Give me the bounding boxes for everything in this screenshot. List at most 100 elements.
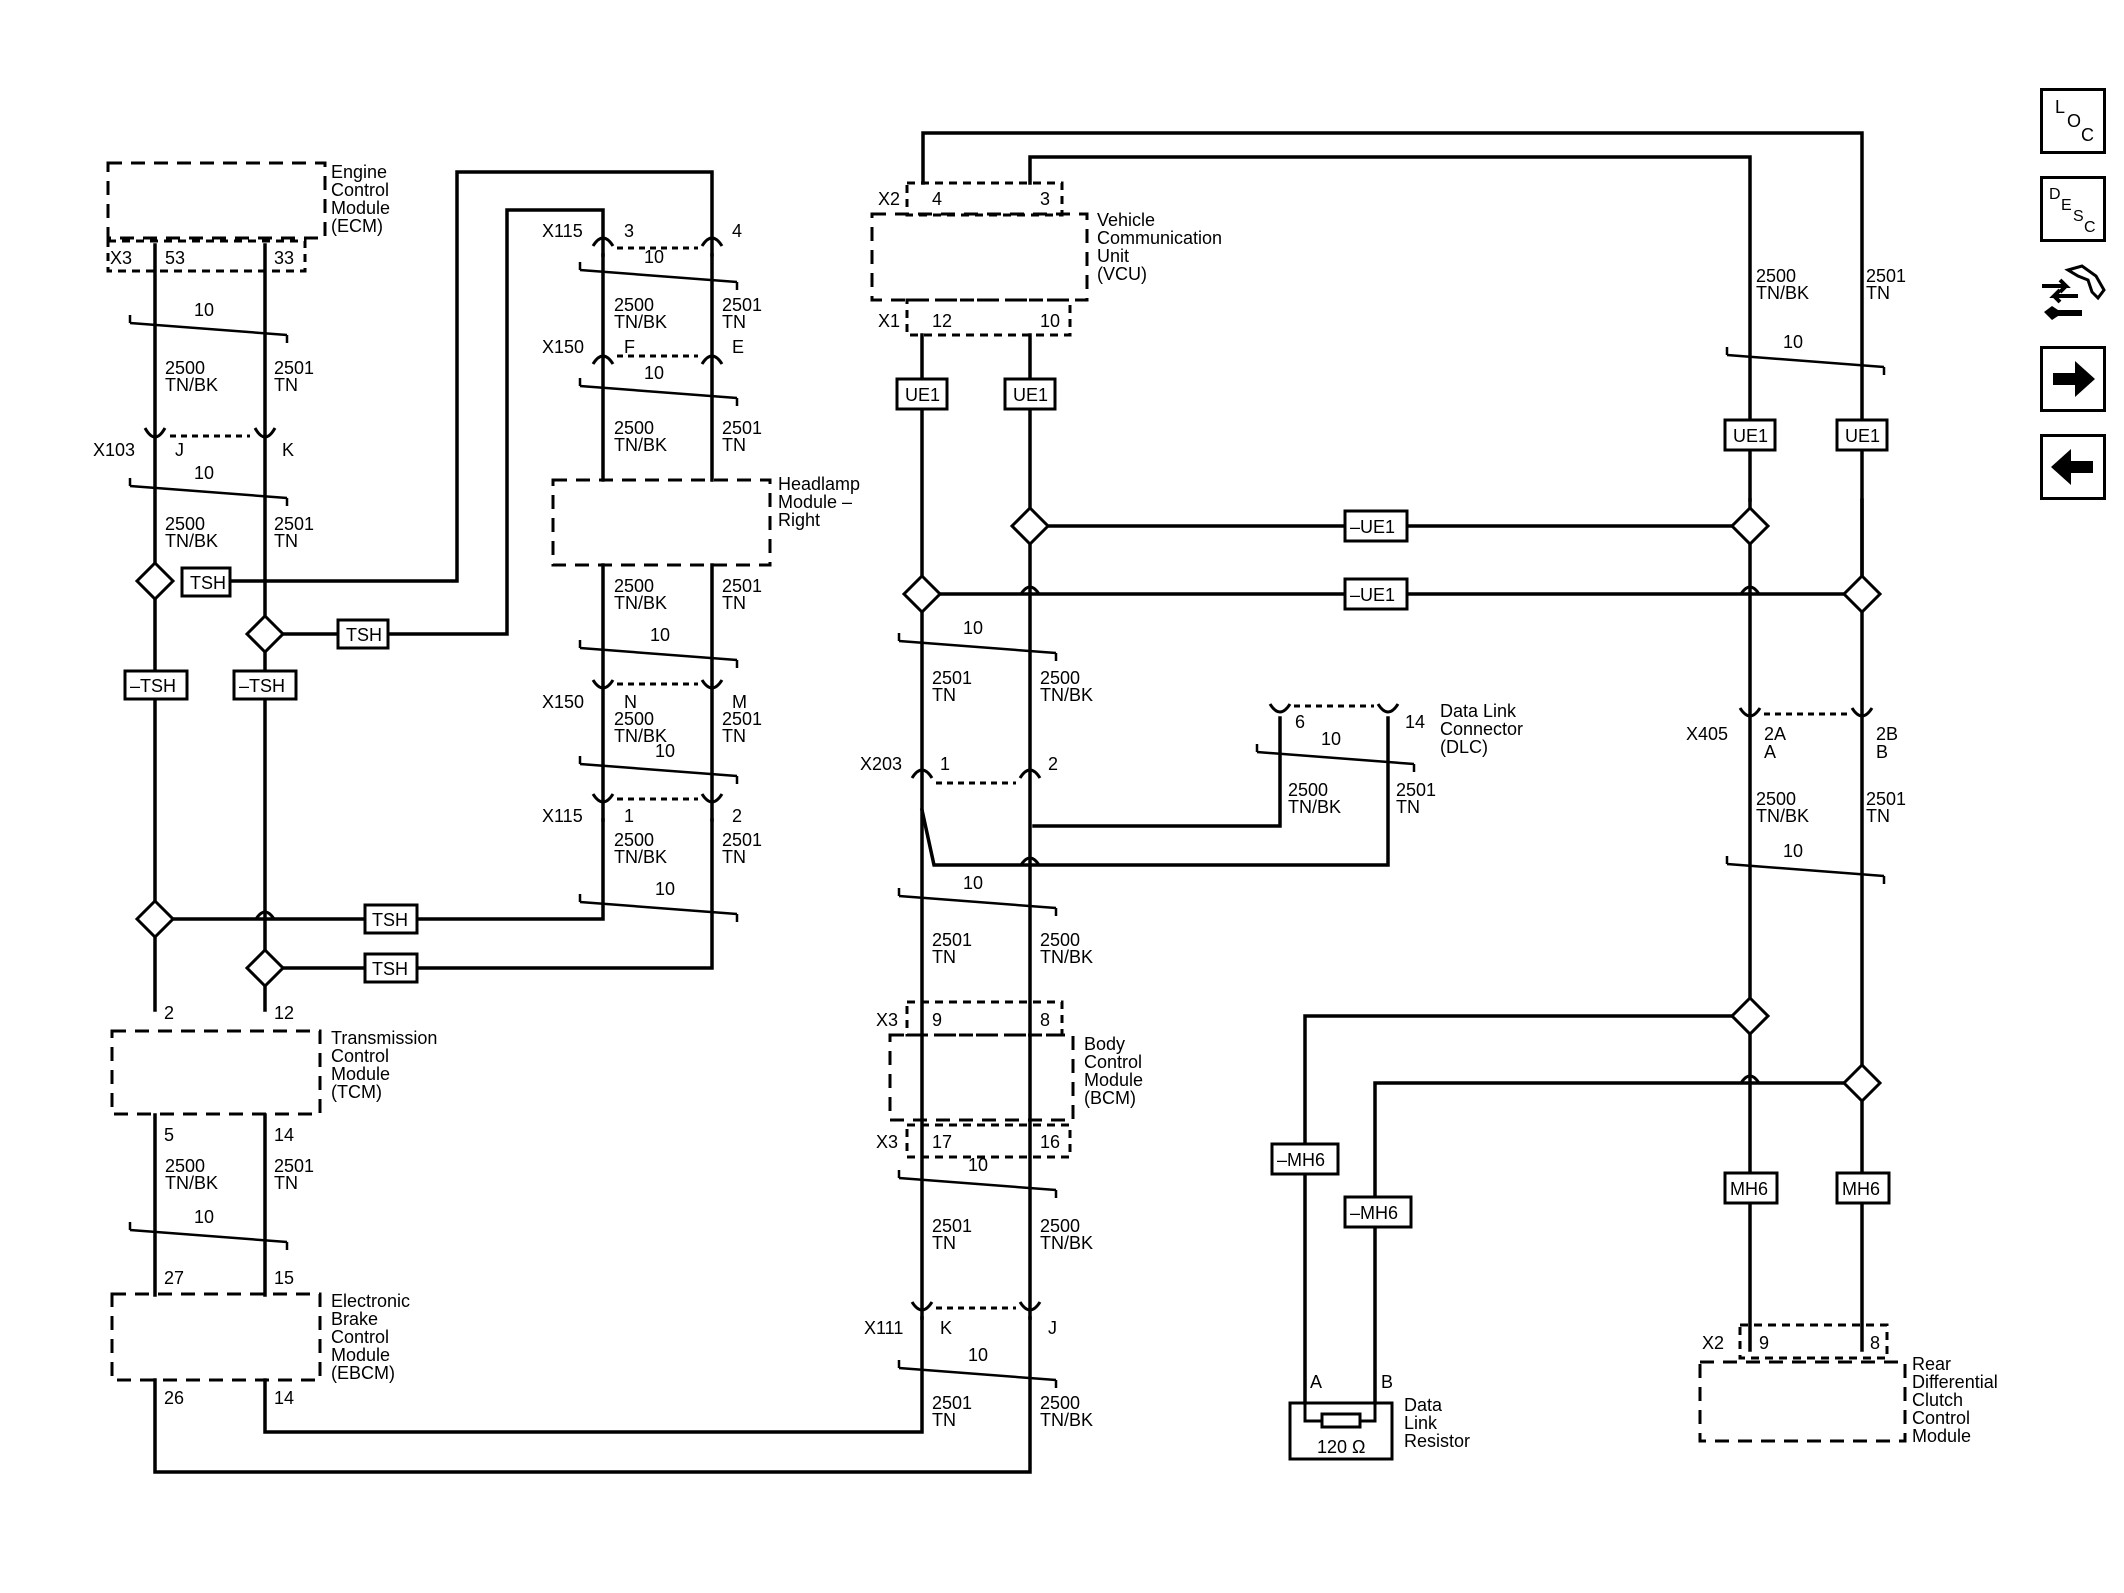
crossover-hump <box>254 910 276 920</box>
connector-x115-bot: X115 <box>542 806 583 826</box>
wire-circuit: 2501 <box>1866 789 1906 809</box>
splice-tsh-left-lower <box>134 898 176 940</box>
description-button[interactable]: D E S C <box>2040 176 2106 242</box>
twist-count: 10 <box>655 741 675 761</box>
label-line: Engine <box>331 162 387 182</box>
wire-circuit: 2501 <box>1396 780 1436 800</box>
pin-label: 14 <box>1405 712 1425 732</box>
x115-2-terminal <box>700 793 724 804</box>
pin-label: 9 <box>932 1010 942 1030</box>
tag-label: –MH6 <box>1350 1203 1398 1223</box>
wire-vcu-4-loop <box>921 131 1864 582</box>
tag-box <box>1343 1195 1413 1229</box>
data-link-resistor <box>1288 1401 1394 1461</box>
x150-n-terminal <box>591 679 615 690</box>
tag-box <box>1270 1142 1340 1176</box>
ecm-box <box>106 161 327 240</box>
pin-label: 2 <box>1048 754 1058 774</box>
connector-x3-bcm-top: X3 <box>876 1010 898 1030</box>
svg-text:L: L <box>2055 97 2065 117</box>
tag-box <box>336 618 390 650</box>
wire-circuit: 2500 <box>614 830 654 850</box>
resistor-element <box>1320 1412 1362 1429</box>
previous-button[interactable] <box>2040 434 2106 500</box>
wire-vcu-3-loop <box>1028 155 1752 502</box>
twist-mark <box>1255 744 1416 772</box>
wire-dlc-6 <box>1032 716 1282 828</box>
tag-label: UE1 <box>1013 385 1048 405</box>
wire-color: TN <box>1866 806 1890 826</box>
twist-mark <box>1725 856 1886 884</box>
label-line: Control <box>331 1046 389 1066</box>
pin-label: K <box>282 440 294 460</box>
terminals <box>143 236 1874 1312</box>
twist-mark <box>128 315 289 343</box>
tag-box <box>895 377 949 411</box>
pin-label: A <box>1310 1372 1322 1392</box>
x111-j-terminal <box>1018 1301 1042 1312</box>
twist-count: 10 <box>194 463 214 483</box>
wire-mh6-right <box>1373 1081 1847 1405</box>
connector-x115-top: X115 <box>542 221 583 241</box>
pin-label: 3 <box>1040 189 1050 209</box>
label-line: (TCM) <box>331 1082 382 1102</box>
label-line: (EBCM) <box>331 1363 395 1383</box>
tag-label: TSH <box>372 910 408 930</box>
label-line: Brake <box>331 1309 378 1329</box>
wire-color: TN/BK <box>1040 947 1093 967</box>
tag-box <box>232 669 298 701</box>
twist-count: 10 <box>194 300 214 320</box>
pin-label: 14 <box>274 1388 294 1408</box>
connector-x103: X103 <box>93 440 135 460</box>
wire-circuit: 2500 <box>1288 780 1328 800</box>
wire-circuit: 2500 <box>1756 789 1796 809</box>
wire-color: TN/BK <box>1040 1233 1093 1253</box>
pin-label: J <box>1048 1318 1057 1338</box>
tag-boxes <box>123 377 1891 1229</box>
svg-text:E: E <box>2061 197 2072 214</box>
twist-count: 10 <box>650 625 670 645</box>
wire-circuit: 2500 <box>614 295 654 315</box>
label-line: Data Link <box>1440 701 1517 721</box>
arrow-left-icon <box>2051 449 2093 485</box>
tag-box <box>1723 1171 1779 1205</box>
wire-color: TN <box>722 312 746 332</box>
pin-label: 6 <box>1295 712 1305 732</box>
wire-color: TN <box>1866 283 1890 303</box>
ebcm-box <box>110 1292 322 1382</box>
bcm-box <box>888 1033 1075 1122</box>
wire-tsh-bottom-right2 <box>415 818 714 970</box>
x115-4-terminal <box>700 236 724 247</box>
label-line: Control <box>331 1327 389 1347</box>
pin-label: 12 <box>274 1003 294 1023</box>
pin-label: 53 <box>165 248 185 268</box>
tools-button[interactable] <box>2038 256 2110 328</box>
label-line: Control <box>331 180 389 200</box>
connector-x150-top: X150 <box>542 337 584 357</box>
crossover-hump <box>1019 856 1041 866</box>
tag-box <box>1343 509 1409 543</box>
connector-x150-bot: X150 <box>542 692 584 712</box>
twist-count: 10 <box>194 1207 214 1227</box>
location-button[interactable]: L O C <box>2040 88 2106 154</box>
tag-label: UE1 <box>905 385 940 405</box>
connector-x111: X111 <box>864 1318 903 1338</box>
pin-label: 2 <box>732 806 742 826</box>
pin-label: 2A <box>1764 724 1786 744</box>
tag-label: –UE1 <box>1350 585 1395 605</box>
wire-circuit: 2501 <box>932 1216 972 1236</box>
wire-color: TN/BK <box>614 726 667 746</box>
loc-icon: L O C <box>2055 97 2094 145</box>
label-line: Control <box>1084 1052 1142 1072</box>
x203-1-terminal <box>910 768 934 779</box>
label-line: Clutch <box>1912 1390 1963 1410</box>
crossover-hump <box>1739 1074 1761 1084</box>
next-button[interactable] <box>2040 346 2106 412</box>
label-line: Connector <box>1440 719 1523 739</box>
label-line: Right <box>778 510 820 530</box>
wire-color: TN <box>932 1410 956 1430</box>
tag-label: TSH <box>346 625 382 645</box>
connector-x3-bcm-bot: X3 <box>876 1132 898 1152</box>
